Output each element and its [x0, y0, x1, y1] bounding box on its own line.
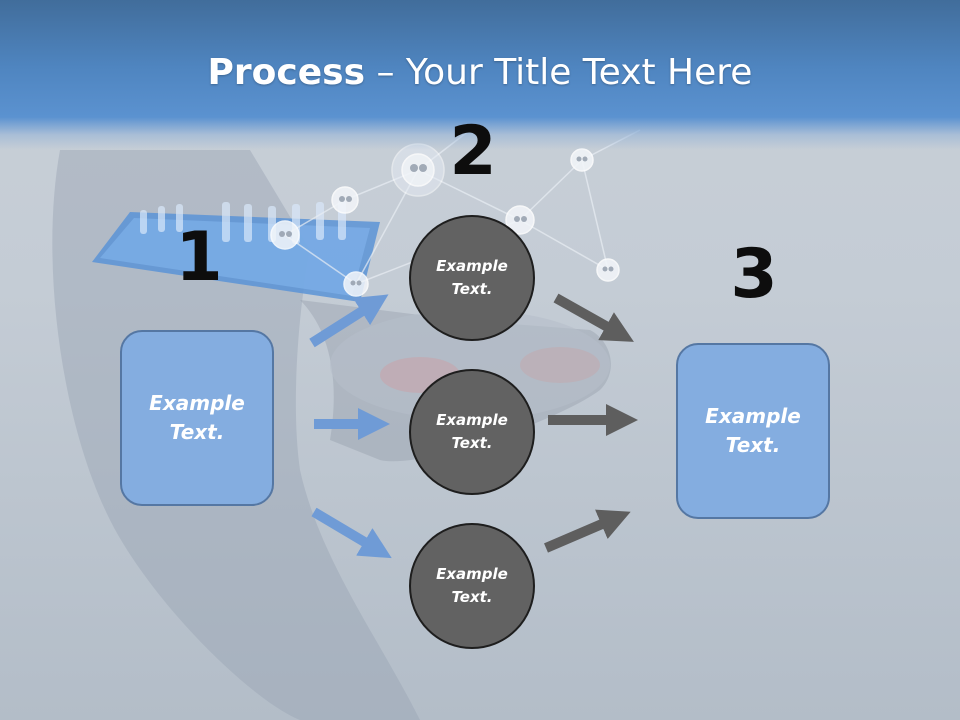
title-bold: Process — [207, 52, 366, 93]
step-number-1: 1 — [175, 218, 223, 297]
step-number-2: 2 — [449, 112, 497, 191]
slide-title: Process – Your Title Text Here — [0, 52, 960, 93]
title-bar — [0, 0, 960, 150]
gray-arrow-down — [553, 293, 634, 342]
blue-arrow-down — [311, 507, 392, 559]
right-box[interactable]: Example Text. — [676, 343, 830, 519]
circle-bottom[interactable]: Example Text. — [409, 523, 535, 649]
gray-arrow-up — [544, 509, 631, 553]
step-number-3: 3 — [730, 235, 778, 314]
circle-bottom-text: Example Text. — [436, 565, 508, 606]
left-box[interactable]: Example Text. — [120, 330, 274, 506]
circle-top[interactable]: Example Text. — [409, 215, 535, 341]
circle-middle-text: Example Text. — [436, 411, 508, 452]
blue-arrow-up — [309, 294, 389, 348]
circle-top-text: Example Text. — [436, 257, 508, 298]
title-rest: – Your Title Text Here — [365, 52, 753, 93]
circle-middle[interactable]: Example Text. — [409, 369, 535, 495]
left-box-text: Example Text. — [149, 391, 245, 444]
right-box-text: Example Text. — [705, 404, 801, 457]
